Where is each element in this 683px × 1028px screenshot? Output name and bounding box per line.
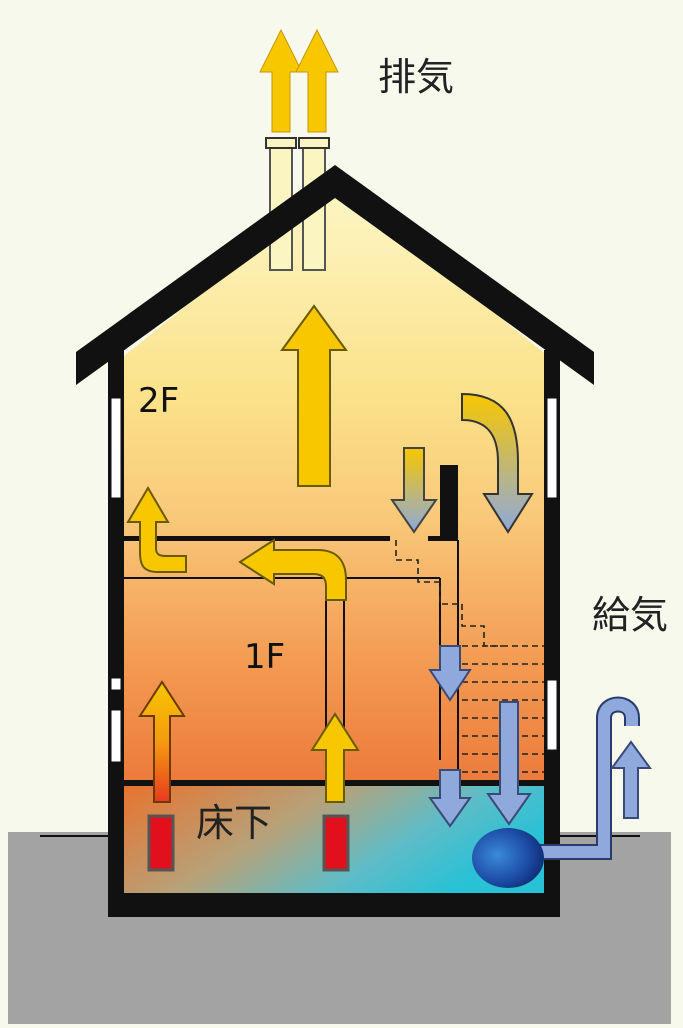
supply-fan-unit	[472, 828, 544, 888]
windows	[110, 397, 558, 763]
partition-wall	[440, 465, 458, 540]
supply-air-duct	[540, 696, 640, 860]
attic-rising-air-arrow	[280, 304, 348, 487]
house-interior	[124, 185, 548, 785]
floor-1f-label: 1F	[244, 637, 285, 677]
attic-descending-air-arrow	[461, 392, 534, 534]
exhaust-label: 排気	[378, 55, 454, 99]
heater-rising-air-arrow-center	[310, 712, 360, 803]
underfloor-label: 床下	[196, 801, 272, 845]
left-floor-return-arrow	[126, 486, 187, 573]
cool-air-down-arrows	[428, 645, 532, 828]
stair-descending-air-arrow	[390, 447, 438, 534]
supply-air-up-arrow	[610, 740, 652, 819]
floor-heaters	[147, 814, 350, 872]
exhaust-arrows	[259, 28, 339, 133]
supply-label: 給気	[592, 593, 668, 637]
duct-outlet-arrow	[238, 538, 347, 601]
floor-2f-label: 2F	[138, 381, 179, 421]
heater-rising-air-arrow-left	[138, 680, 186, 803]
